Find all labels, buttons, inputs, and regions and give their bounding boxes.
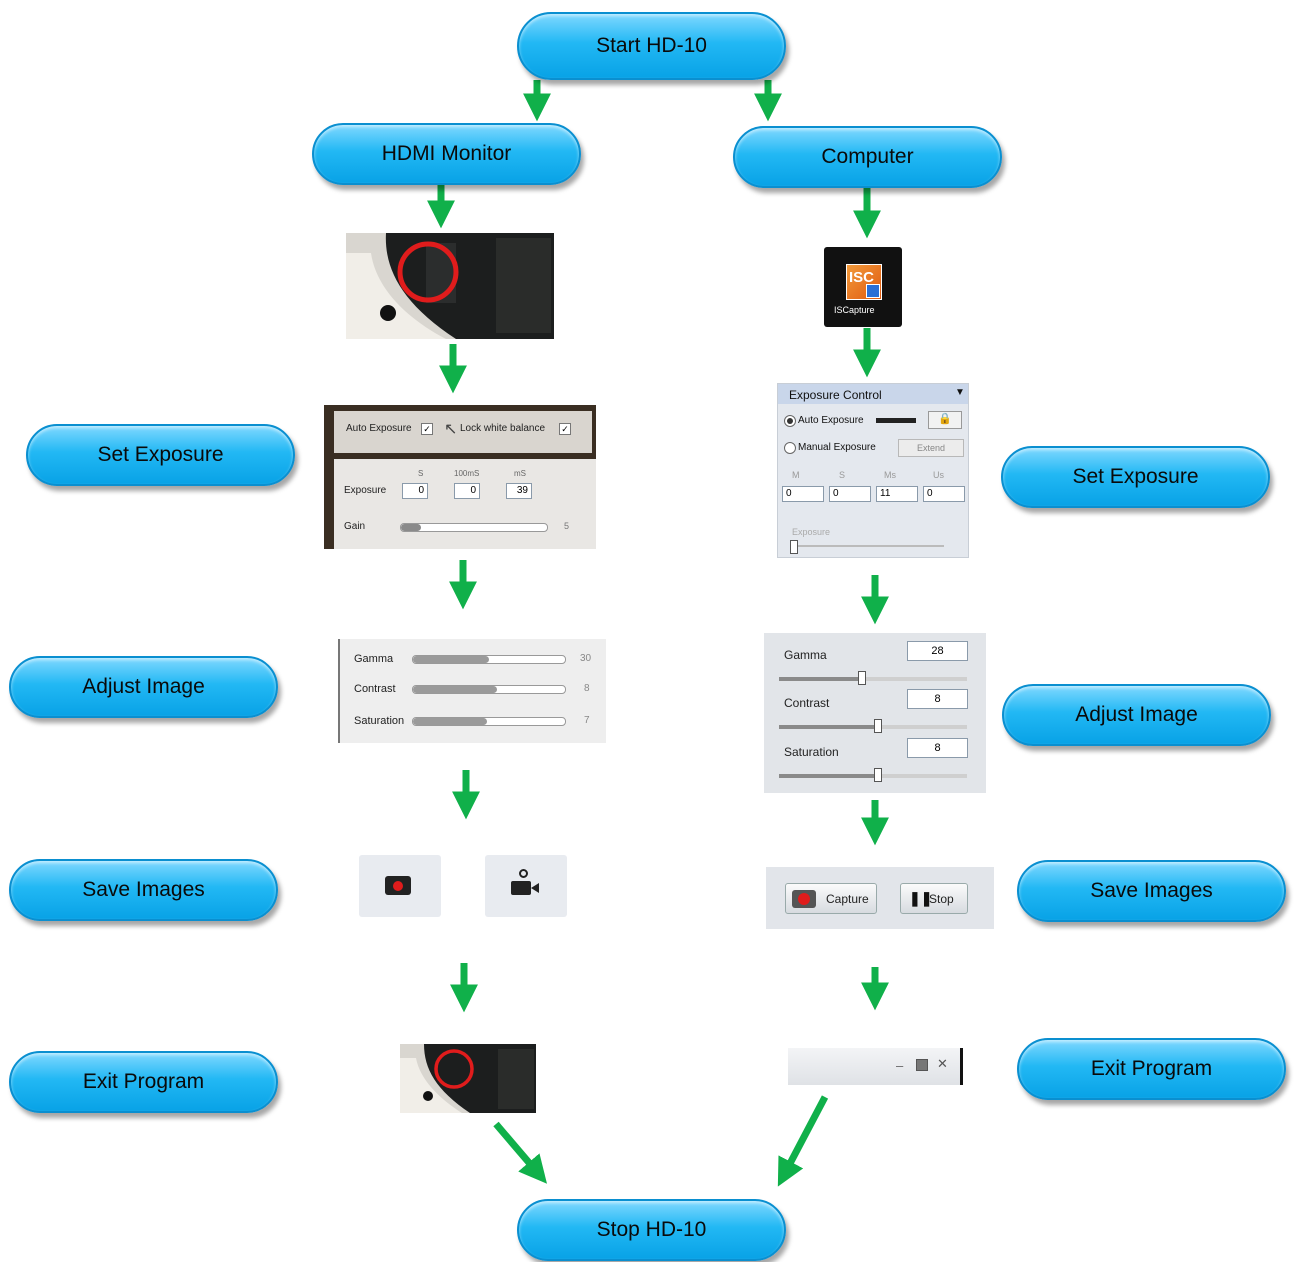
restore-icon[interactable] [916, 1059, 928, 1071]
hdmi-gain-label: Gain [344, 521, 366, 532]
hdmi-auto-exposure-checkbox[interactable]: ✓ [421, 423, 433, 435]
close-icon[interactable]: ✕ [937, 1056, 948, 1071]
pc-col-m: M [792, 470, 800, 480]
hdmi-lock-wb-checkbox[interactable]: ✓ [559, 423, 571, 435]
hdmi-exposure-100ms-input[interactable]: 0 [454, 483, 480, 499]
pc-contrast-label: Contrast [784, 696, 830, 710]
hdmi-col-s: S [418, 469, 424, 478]
adjust-image-right-node[interactable]: Adjust Image [1002, 684, 1271, 746]
stop-button[interactable]: ❚❚ Stop [900, 883, 968, 914]
iscapture-label: ISCapture [834, 305, 875, 315]
hdmi-snapshot-button[interactable] [359, 855, 441, 917]
start-node[interactable]: Start HD-10 [517, 12, 786, 80]
pc-gamma-label: Gamma [784, 648, 827, 662]
camera-photo-image [346, 233, 554, 339]
set-exposure-left-node[interactable]: Set Exposure [26, 424, 295, 486]
pc-contrast-slider[interactable] [779, 725, 967, 729]
computer-node[interactable]: Computer [733, 126, 1002, 188]
stop-label: Stop [929, 892, 954, 906]
record-camera-icon [792, 890, 816, 908]
pc-col-us: Us [933, 470, 944, 480]
hdmi-exposure-panel: Auto Exposure ✓ ↖ Lock white balance ✓ S… [324, 405, 596, 549]
pause-icon: ❚❚ [909, 890, 933, 906]
camera-icon [385, 876, 411, 895]
pc-m-input[interactable]: 0 [782, 486, 824, 502]
hdmi-monitor-node[interactable]: HDMI Monitor [312, 123, 581, 185]
hdmi-gamma-value: 30 [580, 653, 592, 664]
pc-col-ms: Ms [884, 470, 896, 480]
pc-saturation-label: Saturation [784, 745, 839, 759]
pc-window-controls: – ✕ [788, 1048, 963, 1085]
pc-s-input[interactable]: 0 [829, 486, 871, 502]
pc-saturation-input[interactable]: 8 [907, 738, 968, 758]
hdmi-saturation-slider[interactable] [412, 717, 566, 726]
set-exposure-right-node[interactable]: Set Exposure [1001, 446, 1270, 508]
hdmi-saturation-value: 7 [584, 715, 590, 726]
exit-program-left-node[interactable]: Exit Program [9, 1051, 278, 1113]
hdmi-col-100ms: 100mS [454, 469, 480, 478]
hdmi-exposure-s-input[interactable]: 0 [402, 483, 428, 499]
arrow-l5 [493, 1121, 548, 1184]
pc-exposure-slider-thumb[interactable] [790, 540, 798, 554]
pc-contrast-input[interactable]: 8 [907, 689, 968, 709]
pc-gamma-input[interactable]: 28 [907, 641, 968, 661]
pc-extend-button[interactable]: Extend [898, 439, 964, 457]
hdmi-auto-exposure-label: Auto Exposure [346, 423, 412, 434]
pc-capture-toolbar: Capture ❚❚ Stop [766, 867, 994, 929]
pc-saturation-thumb[interactable] [874, 768, 882, 782]
hdmi-contrast-slider[interactable] [412, 685, 566, 694]
pc-exposure-slider[interactable] [792, 545, 944, 547]
arrow-r5 [777, 1095, 829, 1187]
lock-icon[interactable]: 🔒 [928, 411, 962, 429]
pc-auto-label: Auto Exposure [798, 415, 864, 426]
exit-program-right-node[interactable]: Exit Program [1017, 1038, 1286, 1100]
cursor-icon: ↖ [444, 421, 458, 438]
pc-auto-radio[interactable] [784, 415, 796, 427]
iscapture-logo-icon: ISC [846, 264, 882, 300]
hdmi-lock-wb-label: Lock white balance [460, 423, 546, 434]
pc-manual-radio[interactable] [784, 442, 796, 454]
pc-adjust-panel: Gamma 28 Contrast 8 Saturation 8 [764, 633, 986, 793]
iscapture-logo-text: ISC [849, 269, 875, 286]
pc-us-input[interactable]: 0 [923, 486, 965, 502]
hdmi-adjust-panel: Gamma 30 Contrast 8 Saturation 7 [338, 639, 606, 743]
pc-manual-label: Manual Exposure [798, 442, 876, 453]
pc-gamma-thumb[interactable] [858, 671, 866, 685]
pc-saturation-slider[interactable] [779, 774, 967, 778]
hdmi-exposure-ms-input[interactable]: 39 [506, 483, 532, 499]
hdmi-saturation-label: Saturation [354, 715, 405, 727]
hdmi-gain-value: 5 [564, 521, 570, 531]
hdmi-col-ms: mS [514, 469, 526, 478]
pc-auto-slider[interactable] [876, 418, 916, 423]
hdmi-gain-slider[interactable] [400, 523, 548, 532]
adjust-image-left-node[interactable]: Adjust Image [9, 656, 278, 718]
pc-exposure-panel: Exposure Control ▼ Auto Exposure 🔒 Manua… [777, 383, 969, 558]
hdmi-camera-photo-exit [400, 1044, 536, 1113]
stop-node[interactable]: Stop HD-10 [517, 1199, 786, 1261]
save-images-left-node[interactable]: Save Images [9, 859, 278, 921]
hdmi-exposure-label: Exposure [344, 485, 387, 496]
capture-button[interactable]: Capture [785, 883, 877, 914]
pc-contrast-thumb[interactable] [874, 719, 882, 733]
capture-label: Capture [826, 892, 869, 906]
camera-photo-exit-image [400, 1044, 536, 1113]
pc-gamma-slider[interactable] [779, 677, 967, 681]
video-camera-icon [511, 881, 531, 895]
pc-ms-input[interactable]: 11 [876, 486, 918, 502]
save-images-right-node[interactable]: Save Images [1017, 860, 1286, 922]
hdmi-record-button[interactable] [485, 855, 567, 917]
hdmi-contrast-label: Contrast [354, 683, 396, 695]
pc-col-s: S [839, 470, 846, 480]
hdmi-gamma-label: Gamma [354, 653, 394, 665]
hdmi-camera-photo [346, 233, 554, 339]
hdmi-gamma-slider[interactable] [412, 655, 566, 664]
minimize-icon[interactable]: – [896, 1058, 904, 1073]
collapse-arrow-icon[interactable]: ▼ [955, 387, 965, 398]
pc-exposure-title: Exposure Control [789, 388, 882, 402]
pc-exposure-slider-label: Exposure [792, 527, 831, 537]
iscapture-app-icon[interactable]: ISC ISCapture [824, 247, 902, 327]
hdmi-contrast-value: 8 [584, 683, 590, 694]
